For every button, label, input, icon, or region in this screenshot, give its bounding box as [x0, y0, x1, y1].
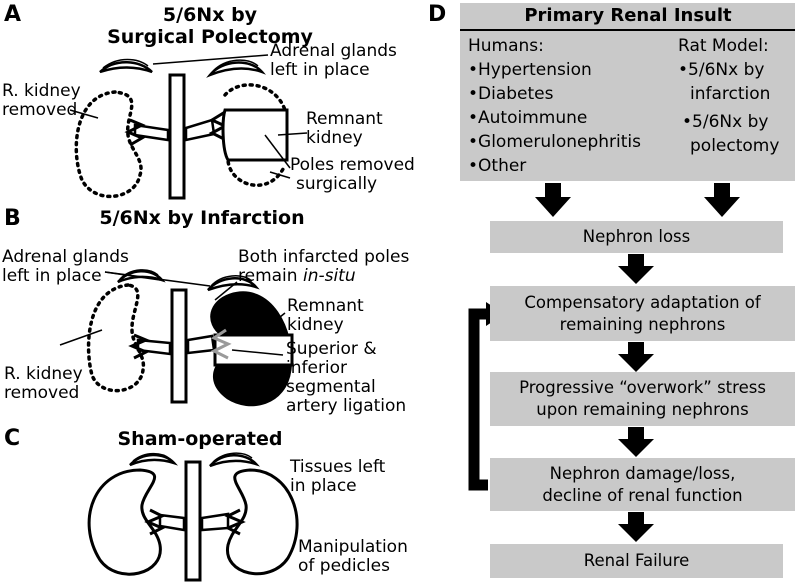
step-renal-failure: Renal Failure — [490, 544, 783, 578]
humans-item: •Glomerulonephritis — [468, 132, 641, 152]
panel-a-letter: A — [4, 2, 22, 27]
insult-divider — [460, 29, 795, 31]
arrow-humans — [535, 183, 571, 217]
rat-item: infarction — [690, 84, 771, 104]
kidney-c-left — [87, 468, 162, 576]
arrow-step-2 — [618, 342, 654, 372]
panel-d-letter: D — [428, 2, 447, 27]
aorta-c — [184, 460, 202, 582]
label-infarcted-b: Both infarcted poles remain in-situ — [238, 247, 410, 286]
humans-item: •Diabetes — [468, 84, 554, 104]
panel-b-drawing — [59, 269, 294, 407]
adrenal-a-right — [206, 61, 266, 78]
panel-b-title: 5/6Nx by Infarction — [99, 207, 305, 229]
humans-list: Humans: •Hypertension •Diabetes •Autoimm… — [468, 34, 641, 178]
arrow-step-4 — [618, 512, 654, 542]
removed-kidney-a — [74, 90, 143, 198]
adrenal-a-left — [99, 61, 153, 74]
removed-kidney-b — [86, 283, 146, 393]
feedback-loop — [468, 308, 488, 491]
rat-heading: Rat Model: — [678, 36, 769, 56]
panel-c-title: Sham-operated — [117, 428, 283, 450]
insult-box — [460, 3, 795, 181]
humans-item: •Autoimmune — [468, 108, 588, 128]
panel-a-drawing — [69, 54, 308, 200]
step-nephron-loss: Nephron loss — [490, 221, 783, 253]
humans-item: •Hypertension — [468, 60, 592, 80]
rat-list: Rat Model: •5/6Nx by infarction •5/6Nx b… — [678, 34, 779, 158]
rat-item: •5/6Nx by — [678, 60, 765, 80]
humans-heading: Humans: — [468, 36, 544, 56]
arrow-step-1 — [618, 254, 654, 284]
arrow-rat — [704, 183, 740, 217]
panel-a-title: 5/6Nx by Surgical Polectomy — [107, 4, 313, 48]
kidney-c-right — [226, 468, 299, 576]
aorta-a — [168, 73, 186, 200]
panel-c-drawing — [87, 452, 299, 582]
humans-item: •Other — [468, 156, 527, 176]
panel-b-letter: B — [4, 206, 21, 231]
rat-item: polectomy — [690, 136, 780, 156]
remnant-kidney-a — [221, 108, 289, 162]
panel-c-letter: C — [4, 426, 21, 451]
insult-title: Primary Renal Insult — [524, 5, 732, 26]
step-damage: Nephron damage/loss,decline of renal fun… — [490, 458, 795, 511]
aorta-b — [170, 288, 188, 404]
remnant-kidney-b — [213, 333, 294, 367]
label-insitu: in-situ — [302, 266, 356, 286]
rat-item: •5/6Nx by — [682, 112, 769, 132]
arrow-step-3 — [618, 427, 654, 457]
